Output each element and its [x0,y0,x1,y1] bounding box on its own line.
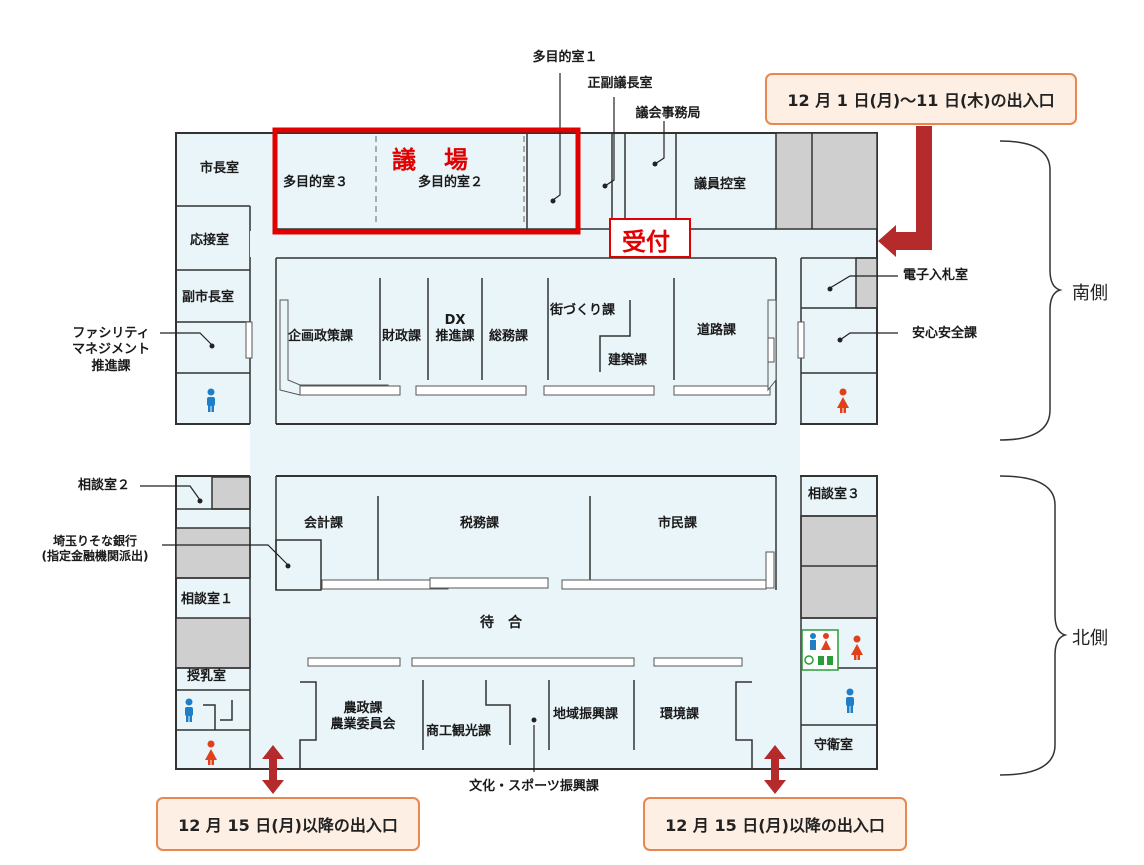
room-reception-room: 応接室 [190,233,230,248]
room-accounting: 会計課 [304,516,344,531]
south-walls [176,133,877,424]
room-agri: 農政課 農業委員会 [330,701,396,733]
north-wing [175,475,878,770]
female-restroom-icon [851,635,863,660]
reception-label: 受付 [622,228,670,256]
openings [250,231,276,257]
connector-corridor [250,422,800,478]
male-restroom-icon [846,688,854,713]
south-brace [999,140,1063,441]
room-dx: DX 推進課 [435,313,475,345]
female-restroom-icon [205,740,217,765]
reception-frame [609,218,691,258]
room-council-office: 議会事務局 [635,106,701,121]
assembly-dividers [375,136,525,226]
north-walls [176,476,877,769]
room-nursing: 授乳室 [187,669,227,684]
entrance-arrow-bottom-right [764,745,786,794]
room-guard: 守衛室 [814,738,854,753]
side-south: 南側 [1072,283,1108,304]
room-member-wait: 議員控室 [694,177,747,192]
room-vice-mayor: 副市長室 [182,290,235,305]
counters [245,299,805,667]
stair-blocks [175,132,878,669]
room-consult3: 相談室３ [808,487,861,502]
room-culture: 文化・スポーツ振興課 [469,779,599,794]
assembly-label: 議 場 [392,146,470,174]
entrance-callout-bottom-left: 12 月 15 日(月)以降の出入口 [156,797,420,851]
room-planning: 企画政策課 [288,329,354,344]
room-citizen: 市民課 [658,516,698,531]
room-bank: 埼玉りそな銀行 (指定金融機関派出) [41,534,149,563]
room-facility: ファシリティ マネジメント 推進課 [71,326,151,374]
leader-lines [140,73,898,772]
room-town: 街づくり課 [550,303,616,318]
room-multi3: 多目的室３ [283,175,349,190]
leader-dots [197,161,843,723]
room-multi1: 多目的室１ [532,50,598,65]
room-bid: 電子入札室 [903,268,969,283]
room-general: 総務課 [489,329,529,344]
room-waiting: 待 合 [480,615,522,631]
room-multi2: 多目的室２ [418,175,484,190]
male-restroom-icon [185,698,193,722]
room-tax: 税務課 [460,516,500,531]
room-road: 道路課 [697,323,737,338]
side-north: 北側 [1072,628,1108,649]
room-commerce: 商工観光課 [426,724,492,739]
female-restroom-icon [837,388,849,413]
entrance-arrow-top [878,126,932,257]
room-vice-chair: 正副議長室 [587,76,653,91]
room-consult2: 相談室２ [77,478,130,493]
room-safety: 安心安全課 [912,326,978,341]
room-env: 環境課 [660,707,700,722]
room-building: 建築課 [608,353,648,368]
room-consult1: 相談室１ [181,592,234,607]
male-restroom-icon [207,388,215,412]
entrance-callout-top: 12 月 1 日(月)～11 日(木)の出入口 [765,73,1077,125]
room-finance: 財政課 [382,329,422,344]
room-mayor: 市長室 [200,161,240,176]
entrance-callout-bottom-right: 12 月 15 日(月)以降の出入口 [643,797,907,851]
entrance-arrow-bottom-left [262,745,284,794]
north-brace [999,475,1068,776]
multipurpose-restroom-icon [801,629,839,671]
assembly-frame [272,127,581,235]
room-regional: 地域振興課 [553,707,619,722]
